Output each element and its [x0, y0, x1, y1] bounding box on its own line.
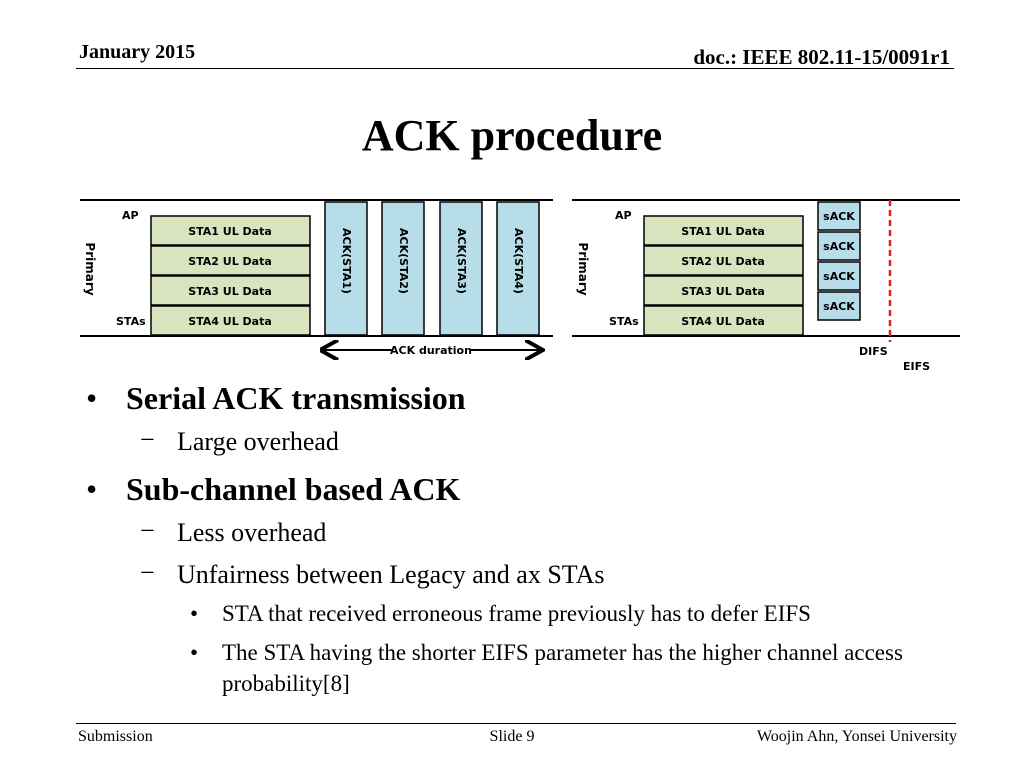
- left-ap-label: AP: [122, 209, 139, 222]
- left-stas-label: STAs: [116, 315, 146, 328]
- sack-label-3: sACK: [823, 270, 855, 283]
- header-doc-id: doc.: IEEE 802.11-15/0091r1: [693, 45, 950, 69]
- footer-slide-number: Slide 9: [489, 728, 535, 745]
- dash-marker: −: [140, 558, 155, 587]
- ack-frame-1: [324, 201, 368, 336]
- right-ap-label: AP: [615, 209, 632, 222]
- right-stas-label: STAs: [609, 315, 639, 328]
- sack-label-2: sACK: [823, 240, 855, 253]
- left-data-label-3: STA3 UL Data: [188, 285, 272, 298]
- left-data-frames: STA1 UL Data STA2 UL Data STA3 UL Data S…: [150, 215, 311, 336]
- ack-frame-4: [496, 201, 540, 336]
- right-data-frame-1: [643, 215, 804, 246]
- right-data-frame-3: [643, 275, 804, 306]
- sub-bullet-less-overhead: − Less overhead: [140, 516, 327, 548]
- bullet-marker: •: [190, 601, 199, 626]
- ack-frame-2: [381, 201, 425, 336]
- ack-frame-label-2: ACK(STA2): [397, 228, 410, 294]
- ack-frame-label-4: ACK(STA4): [512, 228, 525, 294]
- subchannel-ack-diagram: AP STAs Primary STA1 UL Data STA2 UL Dat…: [572, 199, 960, 373]
- footer-submission: Submission: [78, 728, 153, 745]
- ack-duration-label-bg: [392, 343, 470, 357]
- right-data-label-1: STA1 UL Data: [681, 225, 765, 238]
- ack-frame-label-1: ACK(STA1): [340, 228, 353, 294]
- right-data-frame-2: [643, 245, 804, 276]
- sack-label-4: sACK: [823, 300, 855, 313]
- footer-author: Woojin Ahn, Yonsei University: [756, 728, 957, 745]
- footer-divider: [76, 723, 956, 724]
- sub-sub-bullet-text: The STA having the shorter EIFS paramete…: [222, 640, 903, 696]
- serial-ack-diagram: AP STAs Primary STA1 UL Data STA2 UL Dat…: [80, 199, 553, 357]
- slide-title: ACK procedure: [361, 111, 663, 160]
- bullet-text: Serial ACK transmission: [126, 380, 466, 416]
- sub-sub-bullet-eifs-parameter: • The STA having the shorter EIFS parame…: [190, 637, 942, 699]
- sack-frame-1: [817, 201, 861, 231]
- sack-label-1: sACK: [823, 210, 855, 223]
- sack-frame-2: [817, 231, 861, 261]
- ack-procedure-diagram: AP STAs Primary STA1 UL Data STA2 UL Dat…: [80, 199, 960, 373]
- bullet-subchannel-ack: • Sub-channel based ACK: [86, 471, 461, 508]
- sub-sub-bullet-text: STA that received erroneous frame previo…: [222, 601, 811, 626]
- sub-bullet-unfairness: − Unfairness between Legacy and ax STAs: [140, 558, 605, 590]
- right-data-frames: STA1 UL Data STA2 UL Data STA3 UL Data S…: [643, 215, 804, 336]
- right-data-label-4: STA4 UL Data: [681, 315, 765, 328]
- eifs-label: EIFS: [903, 360, 930, 373]
- right-data-label-3: STA3 UL Data: [681, 285, 765, 298]
- left-primary-label: Primary: [83, 242, 97, 295]
- header-date: January 2015: [79, 41, 196, 63]
- sack-frames: sACK sACK sACK sACK: [817, 201, 861, 321]
- dash-marker: −: [140, 516, 155, 545]
- sub-bullet-text: Large overhead: [177, 427, 339, 456]
- bullet-serial-ack: • Serial ACK transmission: [86, 380, 466, 417]
- sub-bullet-large-overhead: − Large overhead: [140, 425, 339, 457]
- bullet-marker: •: [86, 471, 98, 507]
- dash-marker: −: [140, 425, 155, 454]
- left-data-frame-2: [150, 245, 311, 276]
- left-data-label-1: STA1 UL Data: [188, 225, 272, 238]
- header-divider: [76, 68, 954, 69]
- right-primary-label: Primary: [576, 242, 590, 295]
- sack-frame-4: [817, 291, 861, 321]
- left-data-label-2: STA2 UL Data: [188, 255, 272, 268]
- ack-duration-label: ACK duration: [390, 344, 472, 357]
- left-data-frame-4: [150, 305, 311, 336]
- right-data-frame-4: [643, 305, 804, 336]
- right-data-label-2: STA2 UL Data: [681, 255, 765, 268]
- left-ack-frames: ACK(STA1) ACK(STA2) ACK(STA3) ACK(STA4): [324, 201, 540, 336]
- ack-frame-label-3: ACK(STA3): [455, 228, 468, 294]
- bullet-marker: •: [190, 640, 199, 665]
- left-data-label-4: STA4 UL Data: [188, 315, 272, 328]
- sub-bullet-text: Unfairness between Legacy and ax STAs: [177, 560, 605, 589]
- difs-label: DIFS: [859, 345, 888, 358]
- left-data-frame-1: [150, 215, 311, 246]
- ack-frame-3: [439, 201, 483, 336]
- left-data-frame-3: [150, 275, 311, 306]
- bullet-text: Sub-channel based ACK: [126, 471, 461, 507]
- sub-bullet-text: Less overhead: [177, 518, 327, 547]
- bullet-marker: •: [86, 380, 98, 416]
- sub-sub-bullet-eifs-defer: • STA that received erroneous frame prev…: [190, 598, 942, 629]
- sack-frame-3: [817, 261, 861, 291]
